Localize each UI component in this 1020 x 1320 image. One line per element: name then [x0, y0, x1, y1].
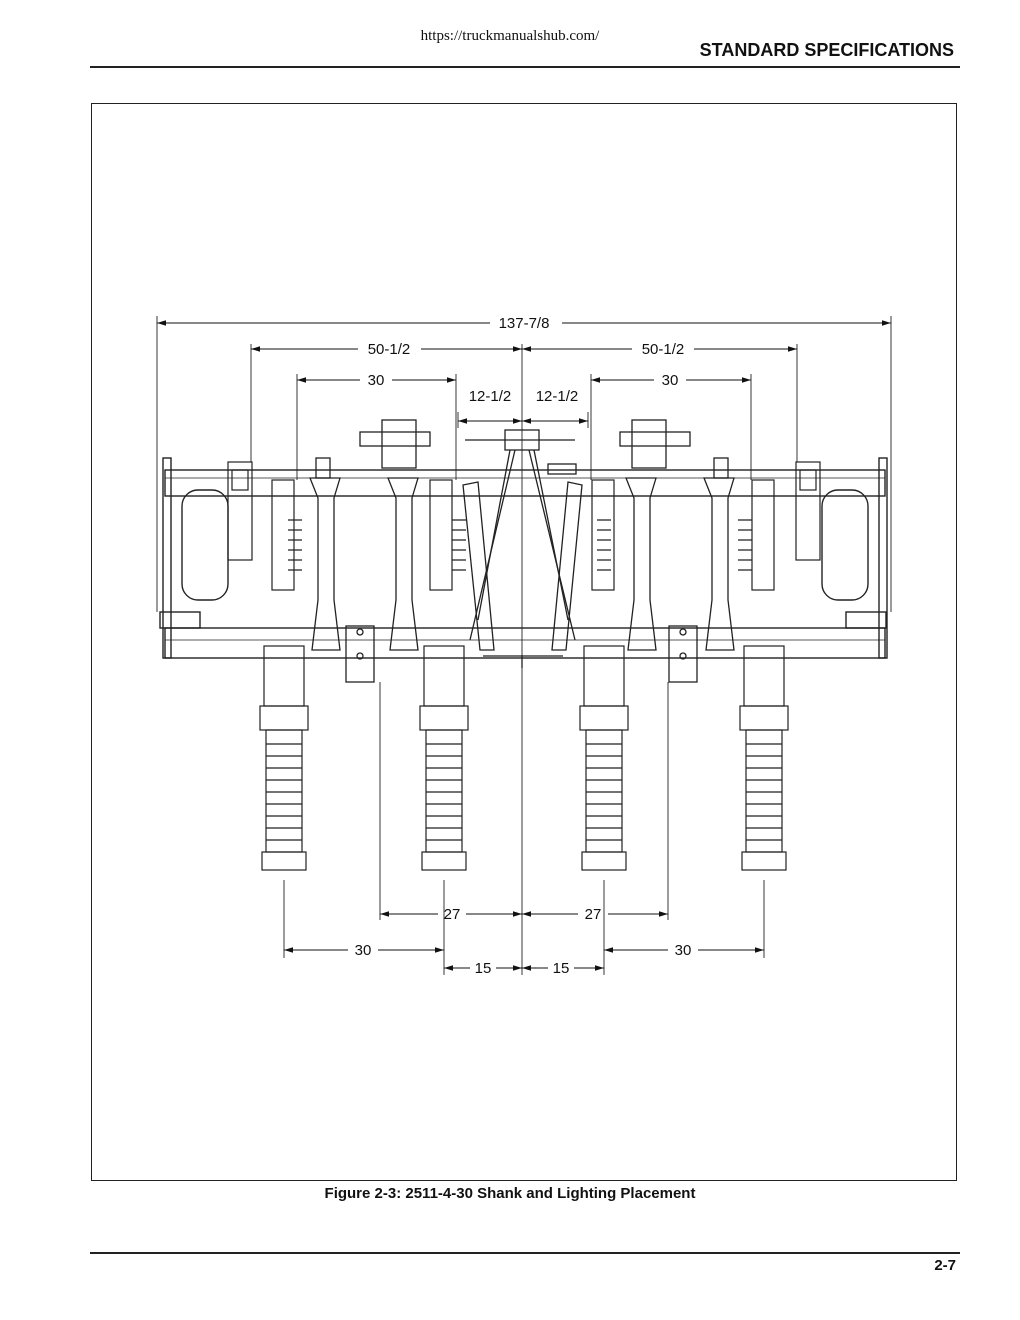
- dim-right-inner-shank: 15: [553, 960, 570, 977]
- dim-right-half: 50-1/2: [642, 341, 685, 358]
- toolbar-frame: [159, 457, 888, 659]
- center-hitch: [462, 429, 583, 668]
- figure-caption: Figure 2-3: 2511-4-30 Shank and Lighting…: [324, 1185, 696, 1202]
- dimension-labels: 137-7/8 50-1/2 50-1/2 30 30 12-1/2 12-1/…: [355, 315, 692, 977]
- dimension-lines: [157, 320, 891, 971]
- dim-right-light: 27: [585, 906, 602, 923]
- figure-frame: [91, 103, 957, 1181]
- shank-4: [739, 645, 789, 871]
- dim-left-inner-shank: 15: [475, 960, 492, 977]
- header-rule: [90, 66, 960, 68]
- page-number: 2-7: [934, 1257, 956, 1274]
- dim-left-upper-shank: 30: [368, 372, 385, 389]
- dim-left-light: 27: [444, 906, 461, 923]
- light-brackets: [345, 625, 698, 683]
- dim-right-center: 12-1/2: [536, 388, 579, 405]
- section-title: STANDARD SPECIFICATIONS: [699, 40, 954, 60]
- shank-2: [419, 645, 469, 871]
- dim-right-outer-shank: 30: [675, 942, 692, 959]
- dim-left-half: 50-1/2: [368, 341, 411, 358]
- footer-rule: [90, 1252, 960, 1254]
- shank-1: [259, 645, 309, 871]
- dim-left-center: 12-1/2: [469, 388, 512, 405]
- source-url: https://truckmanualshub.com/: [420, 28, 600, 44]
- frame-uprights: [309, 419, 735, 651]
- shank-3: [579, 645, 629, 871]
- shank-assemblies: [259, 645, 789, 871]
- dim-right-upper-shank: 30: [662, 372, 679, 389]
- dim-left-outer-shank: 30: [355, 942, 372, 959]
- upper-row-units: [227, 461, 821, 591]
- dim-overall: 137-7/8: [499, 315, 550, 332]
- extension-lines: [156, 316, 892, 975]
